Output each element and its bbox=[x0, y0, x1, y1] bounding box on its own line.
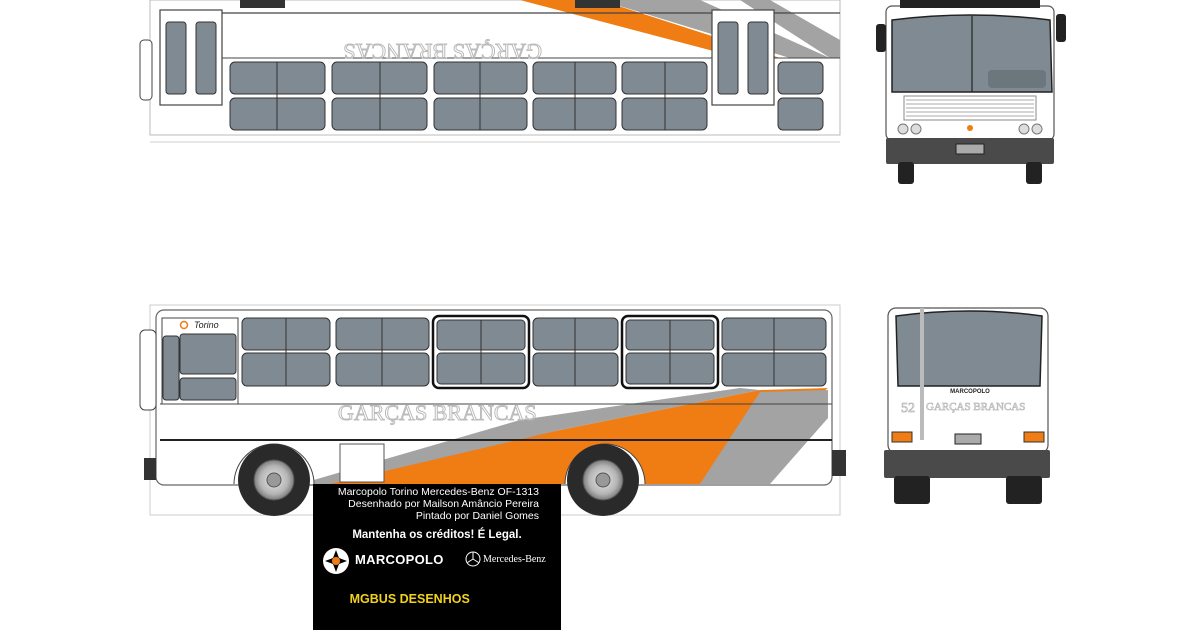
marcopolo-logo-icon bbox=[323, 548, 349, 574]
top-side-view: GARÇAS BRANCAS bbox=[139, 0, 841, 143]
keep-credits-text: Mantenha os créditos! É Legal. bbox=[352, 529, 522, 541]
front-view bbox=[876, 0, 1066, 184]
operator-text-rear: GARÇAS BRANCAS bbox=[926, 401, 1025, 413]
rear-window bbox=[895, 310, 1043, 387]
credits-painter: Pintado por Daniel Gomes bbox=[415, 510, 539, 522]
front-wheel bbox=[238, 444, 310, 516]
orange-stripe bbox=[310, 388, 828, 484]
rear-bumper bbox=[884, 450, 1050, 478]
fleet-number: 52 bbox=[901, 401, 915, 416]
credits-designer: Desenhado por Mailson Amâncio Pereira bbox=[348, 498, 539, 510]
operator-text-mirrored: GARÇAS BRANCAS bbox=[343, 39, 542, 64]
luggage-hatch bbox=[339, 443, 385, 483]
credits-model: Marcopolo Torino Mercedes-Benz OF-1313 bbox=[337, 486, 539, 498]
rear-wheel bbox=[567, 444, 639, 516]
front-plate bbox=[955, 143, 985, 155]
rear-badge: MARCOPOLO bbox=[950, 389, 990, 395]
marcopolo-logo: MARCOPOLO bbox=[355, 552, 444, 567]
operator-text: GARÇAS BRANCAS bbox=[338, 400, 537, 425]
model-badge: Torino bbox=[194, 320, 219, 330]
author-name: MGBUS DESENHOS bbox=[349, 592, 470, 606]
mercedes-star-icon bbox=[465, 551, 481, 567]
star-icon bbox=[179, 320, 189, 330]
credits-panel: Marcopolo Torino Mercedes-Benz OF-1313 D… bbox=[313, 484, 561, 630]
mercedes-logo: Mercedes-Benz bbox=[483, 554, 546, 565]
rear-view: MARCOPOLO 52 GARÇAS BRANCAS bbox=[884, 307, 1050, 504]
side-view: GARÇAS BRANCAS Torino bbox=[139, 304, 846, 516]
gray-stripe bbox=[700, 390, 828, 484]
